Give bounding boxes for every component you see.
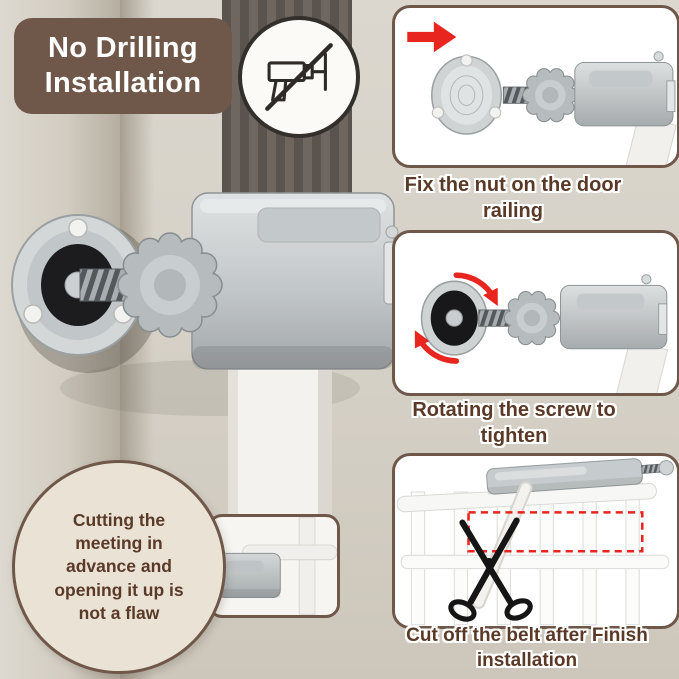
gate-tensioner-housing bbox=[191, 192, 400, 370]
step-2-illustration bbox=[414, 272, 669, 393]
scissors-icon bbox=[448, 517, 533, 622]
dashed-highlight-box bbox=[467, 511, 644, 553]
nut-disc-black bbox=[420, 280, 488, 356]
housing bbox=[574, 51, 676, 127]
step-1-panel bbox=[392, 5, 679, 168]
nut-disc bbox=[431, 54, 503, 135]
step-2-panel bbox=[392, 230, 679, 396]
red-arrow-icon bbox=[407, 21, 457, 53]
tension-knob bbox=[117, 232, 223, 338]
drill-prohibited-glyph bbox=[265, 43, 333, 111]
step-1-caption: Fix the nut on the door railing bbox=[404, 174, 622, 222]
no-drill-icon bbox=[238, 16, 360, 138]
note-text: Cutting the meeting in advance and openi… bbox=[54, 510, 184, 623]
gate-mid-rail bbox=[400, 554, 670, 570]
tension-knob bbox=[503, 291, 561, 346]
housing bbox=[560, 274, 668, 350]
step-3-panel bbox=[392, 453, 679, 629]
wall-cup-disc bbox=[11, 214, 145, 356]
badge-line-1: No Drilling bbox=[48, 31, 198, 64]
step-3-caption: Cut off the belt after Finish installati… bbox=[406, 625, 648, 671]
step-2-caption: Rotating the screw to tighten bbox=[412, 399, 616, 447]
badge-line-2: Installation bbox=[44, 67, 202, 99]
note-bubble: Cutting the meeting in advance and openi… bbox=[12, 460, 226, 674]
detail-illustration bbox=[211, 517, 337, 615]
rotation-arrows-icon bbox=[414, 272, 498, 364]
tension-knob bbox=[522, 68, 579, 123]
step-1-illustration bbox=[407, 21, 677, 165]
no-drilling-badge: No Drilling Installation bbox=[14, 18, 232, 114]
step-3-illustration bbox=[396, 458, 674, 626]
corner-housing bbox=[216, 552, 281, 599]
detail-photo-card bbox=[208, 514, 340, 618]
